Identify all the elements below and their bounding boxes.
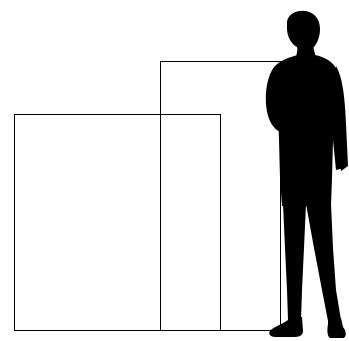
size-comparison-diagram [0,0,349,341]
